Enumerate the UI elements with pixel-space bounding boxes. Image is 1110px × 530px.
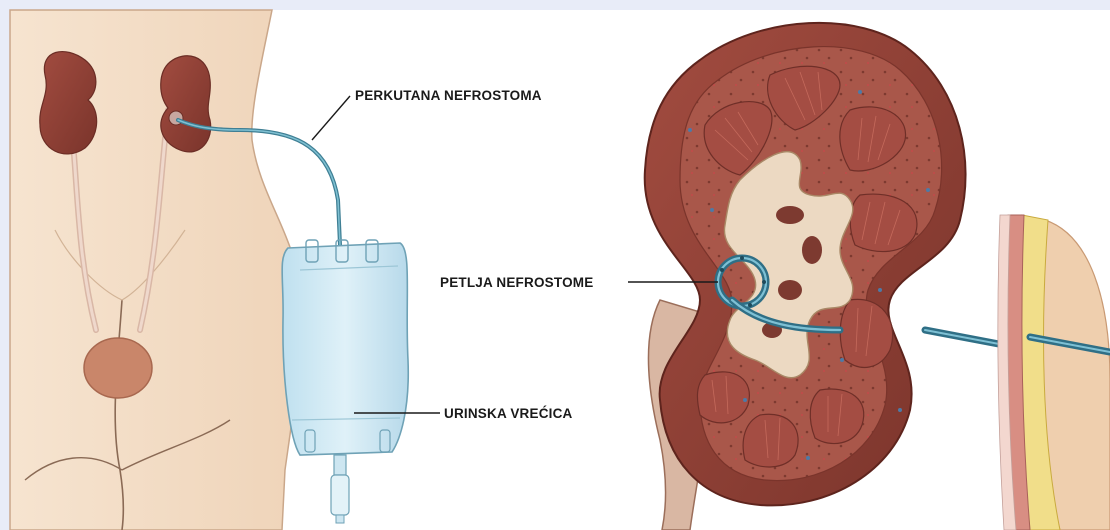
bladder bbox=[84, 338, 152, 398]
label-nephrostomy: PERKUTANA NEFROSTOMA bbox=[355, 88, 542, 103]
tissue-layers bbox=[998, 215, 1110, 530]
frame-left bbox=[0, 0, 10, 530]
kidney-cross-section bbox=[645, 23, 966, 530]
label-loop: PETLJA NEFROSTOME bbox=[440, 275, 593, 290]
label-bag: URINSKA VREĆICA bbox=[444, 406, 573, 421]
urine-bag bbox=[282, 240, 408, 523]
frame-top bbox=[0, 0, 1110, 10]
